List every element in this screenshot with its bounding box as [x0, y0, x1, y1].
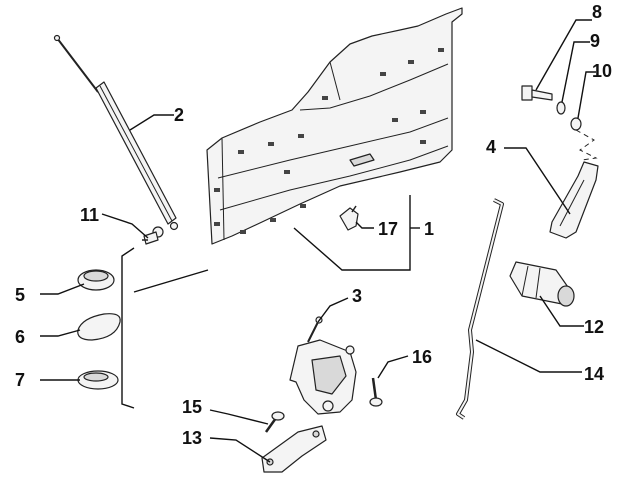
washer-10-part	[570, 117, 582, 131]
callout-10: 10	[592, 61, 612, 81]
cylinder-part	[509, 261, 575, 307]
callout-5: 5	[15, 285, 25, 305]
washer-9-part	[556, 101, 566, 115]
gas-strut-part	[53, 34, 179, 231]
plug-flat-part	[77, 370, 119, 390]
callout-8: 8	[592, 2, 602, 22]
callout-11: 11	[80, 205, 99, 225]
callout-6: 6	[15, 327, 25, 347]
plug-oval-part	[77, 313, 121, 341]
striker-part	[261, 425, 327, 473]
callout-15: 15	[182, 397, 202, 417]
callout-2: 2	[174, 105, 184, 125]
callout-1: 1	[424, 219, 434, 239]
callout-3: 3	[352, 286, 362, 306]
callout-7: 7	[15, 370, 25, 390]
ball-stud-part	[142, 226, 164, 245]
callout-16: 16	[412, 347, 432, 367]
callout-labels: 1 2 3 4 5 6 7 8 9 10 11 12 13 14 15 16 1…	[15, 2, 612, 448]
rod-part	[456, 198, 504, 420]
plug-round-part	[77, 269, 115, 291]
callout-14: 14	[584, 364, 604, 384]
callout-12: 12	[584, 317, 604, 337]
handle-part	[549, 161, 599, 239]
lock-part	[289, 316, 357, 415]
tailgate-panel-part	[206, 7, 463, 245]
screw-15-part	[264, 411, 285, 433]
leader-lines	[40, 19, 596, 463]
callout-17: 17	[378, 219, 398, 239]
clip-part	[339, 205, 359, 231]
screw-16-part	[369, 377, 383, 407]
bolt-part	[521, 85, 553, 101]
assembly-dash-line	[575, 129, 598, 161]
callout-4: 4	[486, 137, 496, 157]
callout-9: 9	[590, 31, 600, 51]
callout-13: 13	[182, 428, 202, 448]
